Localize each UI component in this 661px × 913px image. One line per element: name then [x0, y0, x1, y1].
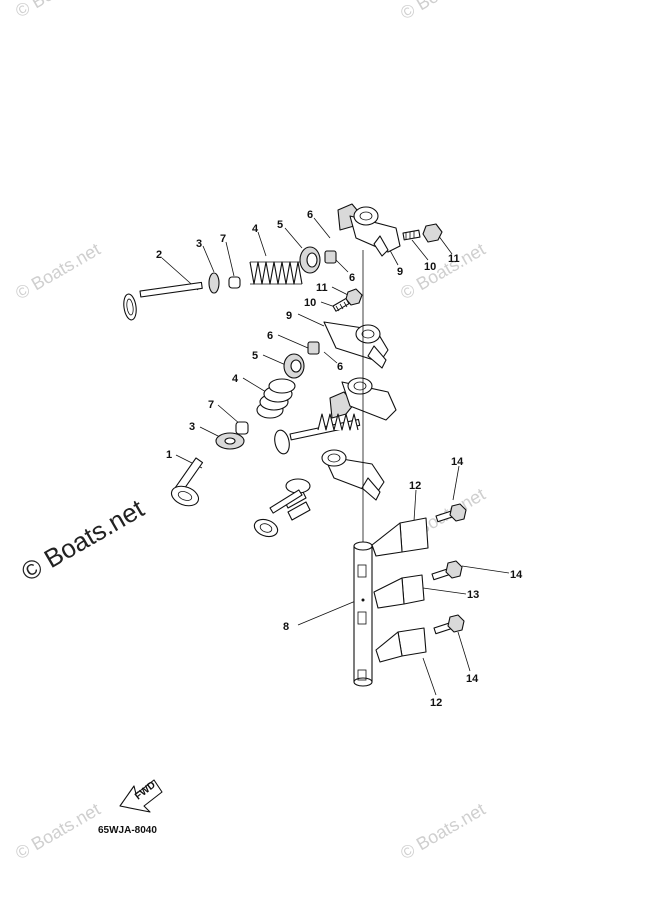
valve-spring-middle: [256, 378, 296, 419]
rocker-arm-upper: [337, 203, 401, 257]
valve-seal-washer-upper: [208, 272, 220, 294]
watermark-bottom-right: © Boats.net: [397, 799, 489, 863]
adjusting-screw-middle: [332, 297, 350, 312]
rocker-shaft: [353, 250, 373, 687]
callout-9-upper: 9: [397, 266, 403, 278]
valve-assembly-lower-1: [274, 413, 361, 455]
callout-11-upper: 11: [448, 253, 460, 265]
callout-10-upper: 10: [424, 261, 436, 273]
callout-4-middle: 4: [232, 373, 239, 385]
diagram-code: 65WJA-8040: [98, 825, 157, 836]
locknut-upper: [422, 223, 443, 243]
rocker-arm-lower-1: [329, 377, 397, 421]
callout-8: 8: [283, 621, 289, 633]
exhaust-valve-upper: [123, 281, 203, 321]
callout-13: 13: [467, 589, 479, 601]
assembled-rocker-set: [253, 377, 397, 538]
watermark-top-right: © Boats.net: [397, 0, 489, 23]
callout-9-middle: 9: [286, 310, 292, 322]
spring-retainer-middle: [283, 353, 305, 379]
callout-3-middle: 3: [189, 421, 195, 433]
callout-14-middle: 14: [510, 569, 523, 581]
callout-14-top: 14: [451, 456, 464, 468]
callout-2: 2: [156, 249, 162, 261]
rocker-arm-middle: [323, 321, 389, 369]
callout-5-upper: 5: [277, 219, 283, 231]
watermarks: © Boats.net © Boats.net © Boats.net © Bo…: [12, 0, 489, 863]
callout-12-upper: 12: [409, 480, 421, 492]
callout-1: 1: [166, 449, 172, 461]
watermark-bottom-left: © Boats.net: [12, 799, 104, 863]
callout-6-top: 6: [307, 209, 313, 221]
callout-14-bottom: 14: [466, 673, 479, 685]
callout-5-middle: 5: [252, 350, 258, 362]
middle-rocker-row: [170, 288, 389, 507]
intake-valve: [170, 457, 204, 507]
callout-10-middle: 10: [304, 297, 316, 309]
fwd-arrow-icon: FWD: [119, 779, 163, 813]
valve-cotter-upper: [228, 276, 241, 289]
callout-12-lower: 12: [430, 697, 442, 709]
bolt-lower: [433, 614, 465, 635]
spring-retainer-upper: [299, 246, 321, 274]
callouts: 2 3 7 4 5 6 6 9 10 11 11 10 9 6 6 5 4 7 …: [156, 209, 523, 709]
callout-6-middle-left: 6: [267, 330, 273, 342]
bolt-upper: [435, 503, 467, 523]
pivot-nut-upper: [324, 250, 337, 264]
valve-spring-upper: [249, 261, 303, 285]
shaft-plate-upper: [371, 517, 429, 557]
callout-6-upper-right: 6: [349, 272, 355, 284]
callout-3-upper: 3: [196, 238, 202, 250]
shaft-plate-lower: [375, 627, 427, 663]
watermark-upper-left: © Boats.net: [12, 239, 104, 303]
shaft-retainer-middle: [373, 574, 425, 609]
callout-11-middle: 11: [316, 282, 328, 294]
callout-7-middle: 7: [208, 399, 214, 411]
bolt-middle: [431, 560, 463, 581]
watermark-top-left: © Boats.net: [12, 0, 104, 21]
upper-valve-assembly: [123, 203, 443, 321]
valve-assembly-lower-2: [253, 478, 311, 538]
watermark-upper-right: © Boats.net: [397, 239, 489, 303]
pivot-nut-middle: [307, 341, 320, 355]
adjusting-screw-upper: [402, 229, 421, 241]
callout-7-upper: 7: [220, 233, 226, 245]
callout-4-upper: 4: [252, 223, 259, 235]
rocker-arm-lower-2: [321, 449, 385, 501]
watermark-large: © Boats.net: [16, 493, 150, 587]
callout-6-middle-right: 6: [337, 361, 343, 373]
valve-cotter-middle: [235, 421, 249, 435]
valve-seal-washer-middle: [215, 432, 245, 450]
